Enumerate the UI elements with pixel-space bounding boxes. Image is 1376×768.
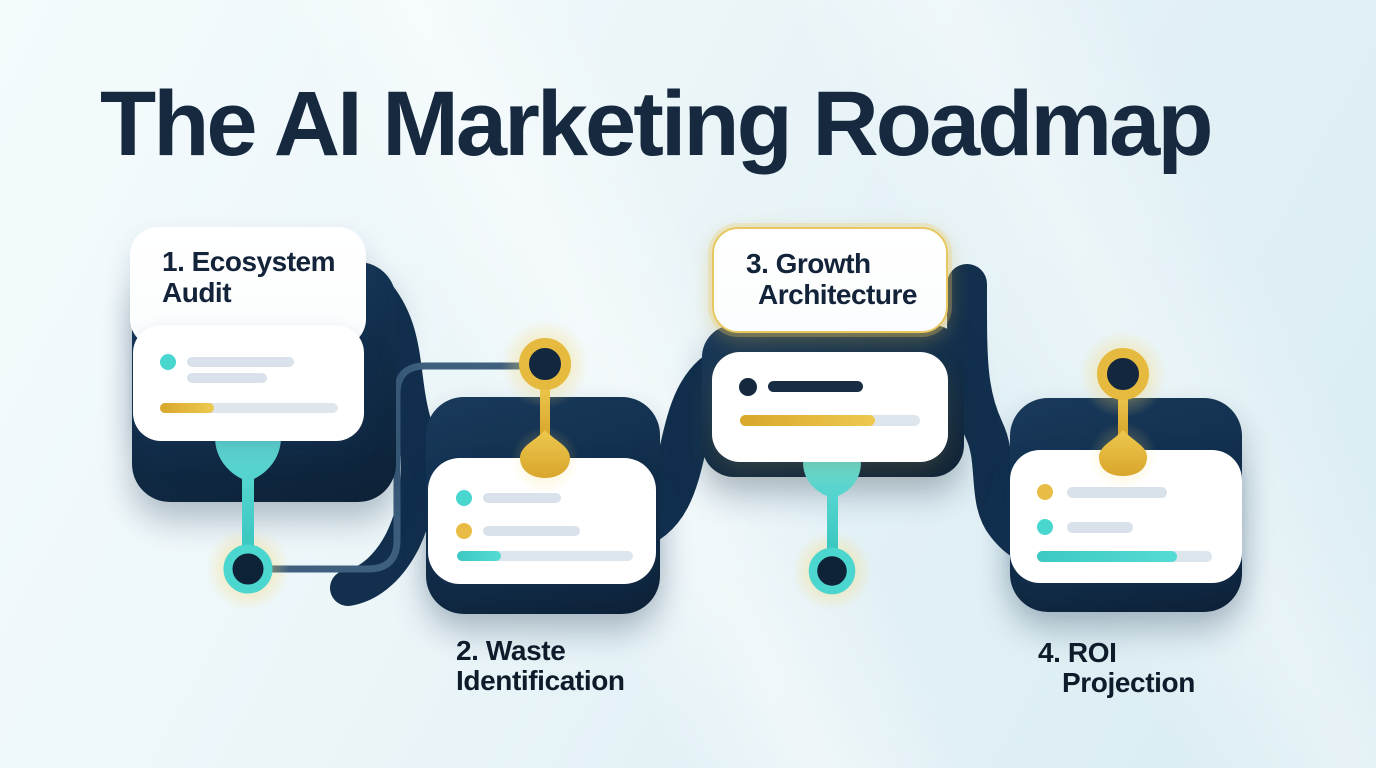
step4-skeleton-line1 bbox=[1067, 487, 1167, 498]
step3-detail-card bbox=[712, 352, 948, 462]
step3-bullet1-dot bbox=[739, 378, 757, 396]
node3-circle bbox=[808, 547, 856, 595]
step2-bullet2-dot bbox=[456, 523, 472, 539]
step1-skeleton-line1 bbox=[187, 357, 294, 367]
step2-label-line2: Identification bbox=[456, 665, 625, 696]
node4-circle bbox=[1097, 348, 1149, 400]
step2-progress-track bbox=[457, 551, 633, 561]
node2-circle bbox=[519, 338, 571, 390]
step3-progress-fill bbox=[740, 415, 875, 426]
step4-progress-fill bbox=[1037, 551, 1177, 562]
node2-glow bbox=[501, 320, 589, 408]
step4-label-line2: Projection bbox=[1062, 667, 1195, 698]
step1-progress-track bbox=[160, 403, 338, 413]
step4-bullet2-dot bbox=[1037, 519, 1053, 535]
step2-label: 2. Waste Identification bbox=[456, 636, 625, 696]
step4-label: 4. ROI Projection bbox=[1038, 638, 1195, 698]
step2-skeleton-line2 bbox=[483, 526, 580, 536]
step2-bullet1-dot bbox=[456, 490, 472, 506]
node3-glow bbox=[792, 531, 872, 611]
step1-progress-fill bbox=[160, 403, 214, 413]
step4-progress-track bbox=[1037, 551, 1212, 562]
step1-title-line2: Audit bbox=[162, 277, 232, 308]
step1-title: 1. Ecosystem Audit bbox=[162, 246, 348, 308]
step1-skeleton-line2 bbox=[187, 373, 267, 383]
step3-title-card: 3. Growth Architecture bbox=[712, 227, 948, 333]
step4-bullet1-dot bbox=[1037, 484, 1053, 500]
step4-label-line1: 4. ROI bbox=[1038, 637, 1117, 668]
step2-progress-fill bbox=[457, 551, 501, 561]
step1-bullet1-dot bbox=[160, 354, 176, 370]
step1-detail-card bbox=[133, 325, 364, 441]
step3-skeleton-line1 bbox=[768, 381, 863, 392]
step2-skeleton-line1 bbox=[483, 493, 561, 503]
step3-title-line1: 3. Growth bbox=[746, 248, 871, 279]
step4-skeleton-line2 bbox=[1067, 522, 1133, 533]
step2-label-line1: 2. Waste bbox=[456, 635, 566, 666]
page-title: The AI Marketing Roadmap bbox=[100, 73, 1214, 175]
step3-title: 3. Growth Architecture bbox=[746, 248, 928, 310]
step1-title-line1: 1. Ecosystem bbox=[162, 246, 336, 277]
node1-glow bbox=[206, 527, 290, 611]
step4-detail-card bbox=[1010, 450, 1242, 583]
step2-detail-card bbox=[428, 458, 656, 584]
node1-circle bbox=[223, 544, 273, 594]
step3-title-line2: Architecture bbox=[758, 279, 917, 310]
step3-progress-track bbox=[740, 415, 920, 426]
